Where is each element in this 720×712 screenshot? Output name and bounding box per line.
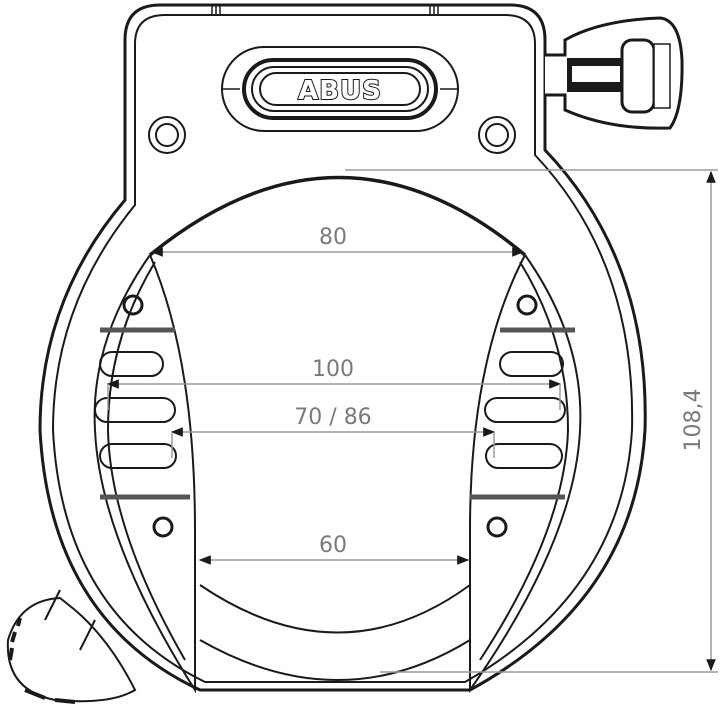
left-mounting-bracket [93,254,196,694]
top-rivets [148,116,516,154]
dimension-inner-mount: 70 / 86 [294,405,371,430]
key-icon [545,16,684,130]
release-lever [6,589,137,704]
right-mounting-bracket [469,254,582,694]
dimension-top-width: 80 [319,225,347,250]
dimension-bottom-width: 60 [319,533,347,558]
dimension-height: 108,4 [681,389,706,452]
dimension-outer-mount: 100 [312,357,354,382]
dimension-lines [106,169,718,673]
brand-plate: ABUS [221,46,459,132]
shackle [148,175,527,681]
brand-logo: ABUS [298,76,382,106]
lock-body [38,3,647,692]
